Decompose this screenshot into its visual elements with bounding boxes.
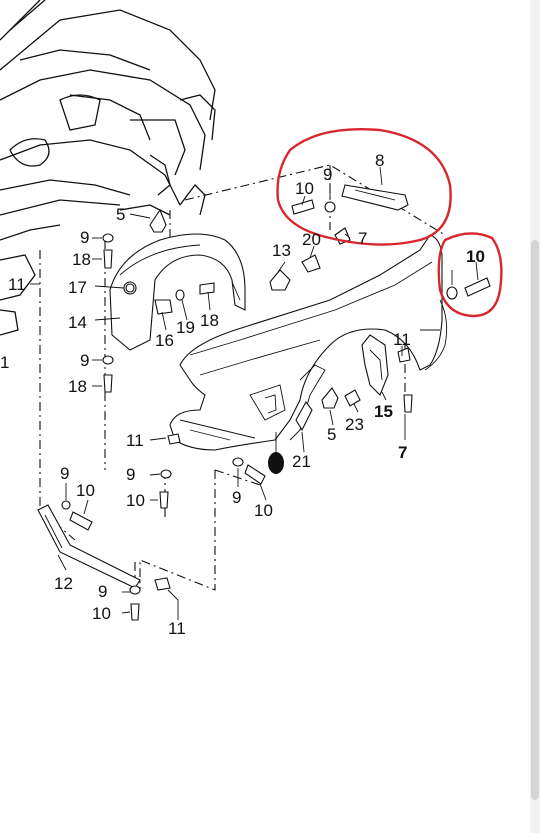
- highlight-circle-side: [437, 232, 503, 318]
- callout-label: 20: [302, 230, 321, 249]
- callout-label: 10: [466, 247, 485, 266]
- leader-lines: [30, 166, 479, 620]
- callout-label: 17: [68, 278, 87, 297]
- callout-label: 14: [68, 313, 87, 332]
- callout-label: 9: [80, 228, 89, 247]
- scrollbar-thumb[interactable]: [531, 240, 539, 800]
- callout-label: 9: [98, 582, 107, 601]
- callout-label: 11: [8, 275, 26, 294]
- highlight-circle-upper: [276, 128, 452, 246]
- splash-shield-bracket: [361, 334, 389, 396]
- callout-label: 11: [168, 619, 186, 638]
- callout-label: 5: [327, 425, 336, 444]
- callout-label: 19: [176, 318, 195, 337]
- highlight-marks: [276, 128, 503, 318]
- fasteners: [61, 184, 491, 621]
- callout-label: 8: [375, 151, 384, 170]
- callout-label: 9: [323, 165, 332, 184]
- sill-trim-strip: [37, 504, 141, 589]
- callout-label: 10: [76, 481, 95, 500]
- callout-label: 16: [155, 331, 174, 350]
- callout-label: 10: [295, 179, 314, 198]
- callout-label: 21: [292, 452, 311, 471]
- callout-label: 9: [60, 464, 69, 483]
- car-body-structure: [0, 0, 216, 336]
- callout-label: 18: [72, 250, 91, 269]
- callout-label: 1: [0, 353, 9, 372]
- callout-numbers: 1 5 5 7 7 8 9 9 9 9 9 9 9 10 10 10 10 10…: [0, 151, 485, 638]
- callout-label: 10: [92, 604, 111, 623]
- callout-label: 12: [54, 574, 73, 593]
- fender-panel: [169, 234, 448, 451]
- callout-label: 9: [232, 488, 241, 507]
- callout-marker-label: 1: [271, 454, 280, 473]
- callout-label: 7: [358, 229, 367, 248]
- callout-label: 9: [80, 351, 89, 370]
- callout-label: 5: [116, 205, 125, 224]
- scrollbar-track[interactable]: [530, 0, 540, 833]
- callout-label: 9: [126, 465, 135, 484]
- callout-label: 18: [200, 311, 219, 330]
- callout-label: 10: [126, 491, 145, 510]
- callout-label: 15: [374, 402, 393, 421]
- callout-label: 13: [272, 241, 291, 260]
- callout-marker: 1: [268, 452, 284, 474]
- callout-label: 18: [68, 377, 87, 396]
- callout-label: 10: [254, 501, 273, 520]
- callout-label: 11: [393, 330, 411, 349]
- callout-label: 23: [345, 415, 364, 434]
- callout-label: 7: [398, 443, 407, 462]
- callout-label: 11: [126, 431, 144, 450]
